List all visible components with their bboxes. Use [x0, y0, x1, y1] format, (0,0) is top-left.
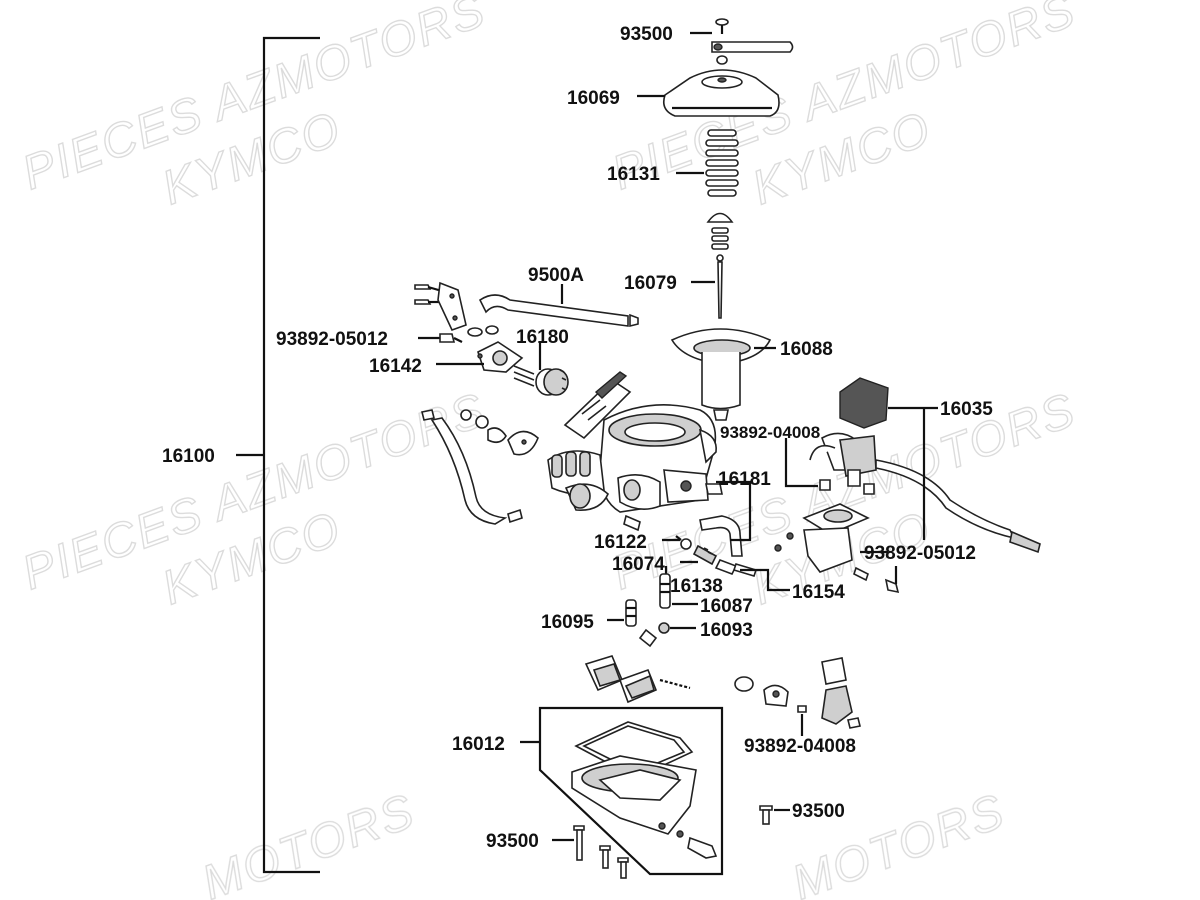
- label-16079: 16079: [624, 273, 677, 294]
- float-assembly: [584, 655, 691, 704]
- label-16093: 16093: [700, 620, 753, 641]
- screws-93500-bottom: [573, 825, 629, 879]
- cap-16069: [662, 69, 780, 117]
- jet-16087: [659, 573, 671, 609]
- bracket-screws: [414, 281, 467, 331]
- label-16138: 16138: [670, 576, 723, 597]
- hose-9500A: [467, 294, 639, 337]
- choke-16035: [809, 377, 1041, 554]
- spring-and-diaphragm-16180: [513, 365, 569, 396]
- label-9500A: 9500A: [528, 265, 584, 286]
- screw-93892-05012-right: [853, 566, 900, 594]
- jet-16122: [675, 535, 692, 550]
- jet-16093: [638, 622, 670, 648]
- label-16088: 16088: [780, 339, 833, 360]
- screw-93892-05012-left: [439, 333, 463, 343]
- lower-right-parts: [734, 657, 861, 729]
- label-93892-04008-top: 93892-04008: [720, 423, 820, 442]
- carburetor-body: [547, 404, 723, 532]
- watermark-text: MOTORS: [196, 785, 423, 900]
- label-16142: 16142: [369, 356, 422, 377]
- label-16035: 16035: [940, 399, 993, 420]
- label-16154: 16154: [792, 582, 845, 603]
- label-93500-top: 93500: [620, 24, 673, 45]
- label-93892-05012-right: 93892-05012: [864, 543, 976, 564]
- label-16122: 16122: [594, 532, 647, 553]
- screw-93500-right: [759, 805, 773, 825]
- label-16180: 16180: [516, 327, 569, 348]
- float-bowl-16012: [538, 706, 724, 876]
- assembly-bracket: 16100: [162, 36, 320, 874]
- cover-16142: [477, 341, 524, 373]
- label-93500-bottom: 93500: [486, 831, 539, 852]
- label-16131: 16131: [607, 164, 660, 185]
- jet-16138: [714, 558, 738, 576]
- choke-flange: [774, 503, 870, 573]
- label-93500-right: 93500: [792, 801, 845, 822]
- label-16181: 16181: [718, 469, 771, 490]
- hose-16181: [699, 515, 743, 557]
- label-16069: 16069: [567, 88, 620, 109]
- label-16012: 16012: [452, 734, 505, 755]
- label-93892-05012-left: 93892-05012: [276, 329, 388, 350]
- label-16095: 16095: [541, 612, 594, 633]
- jet-16095: [625, 599, 637, 627]
- spring-16131: [705, 129, 739, 197]
- needle-16079: [706, 212, 734, 319]
- label-16100: 16100: [162, 446, 215, 467]
- screw-93892-04008-top: [819, 479, 875, 495]
- label-93892-04008-bottom: 93892-04008: [744, 736, 856, 757]
- mixture-screw-set: [563, 371, 632, 440]
- diaphragm-16088: [670, 328, 772, 421]
- label-16087: 16087: [700, 596, 753, 617]
- jet-16074: [692, 544, 718, 566]
- left-hose-and-washers: [421, 409, 539, 525]
- screw-93500-top: [711, 18, 794, 65]
- label-16074: 16074: [612, 554, 665, 575]
